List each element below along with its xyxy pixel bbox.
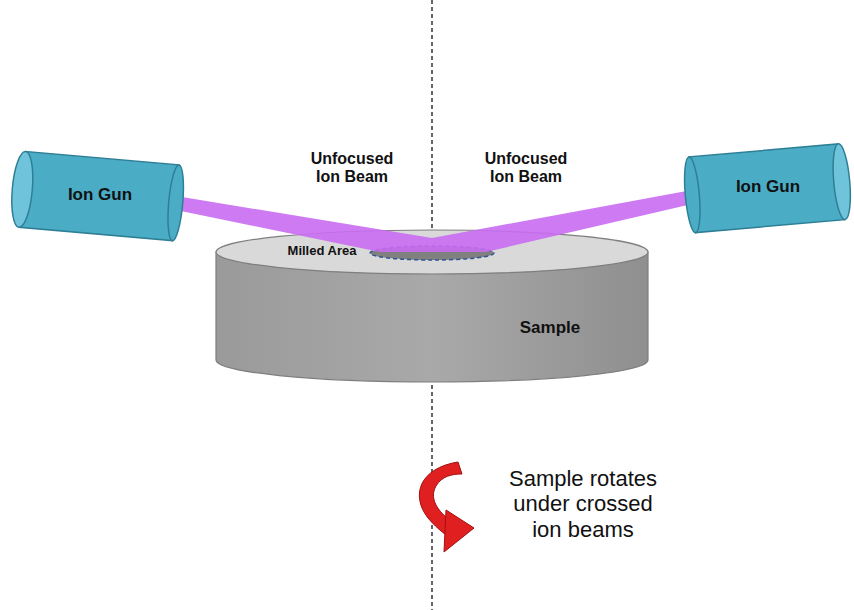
ion-beam [432, 190, 692, 252]
beam-label: Unfocused Ion Beam [297, 150, 407, 187]
ion-gun-box: Ion Gun [700, 158, 836, 216]
node-text: Ion Gun [68, 185, 132, 205]
node-text: Ion Gun [736, 177, 800, 197]
rotation-arrow [419, 462, 474, 552]
node-text: Sample [520, 318, 580, 338]
sample-body: Sample [500, 310, 600, 346]
milled-area-label: Milled Area [267, 244, 377, 259]
ion-gun [9, 151, 186, 242]
rotation-note: Sample rotates under crossed ion beams [503, 466, 663, 542]
beam-label: Unfocused Ion Beam [471, 150, 581, 187]
ion-gun-box: Ion Gun [30, 166, 170, 224]
ion-gun [682, 143, 853, 233]
sample-cylinder [216, 230, 648, 382]
